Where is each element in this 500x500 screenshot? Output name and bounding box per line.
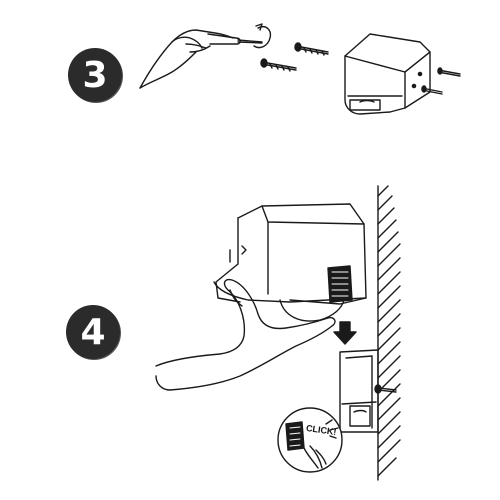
step-3-badge: 3 (68, 48, 122, 102)
device-housing-icon (344, 33, 461, 115)
down-arrow-icon (333, 321, 357, 345)
hand-holding-icon (155, 278, 336, 391)
screw-icon (294, 42, 329, 56)
step-3-number: 3 (82, 54, 108, 96)
step-4-number: 4 (80, 311, 106, 353)
device-housing-icon (213, 203, 367, 322)
screw-icon (260, 58, 297, 72)
click-callout-icon (277, 407, 343, 473)
rotation-arrow-icon (253, 23, 272, 49)
wall-hatching-icon (377, 185, 401, 481)
wall-bracket-icon (339, 349, 397, 433)
step-4-badge: 4 (66, 305, 120, 359)
hand-screwdriver-icon (139, 29, 263, 89)
